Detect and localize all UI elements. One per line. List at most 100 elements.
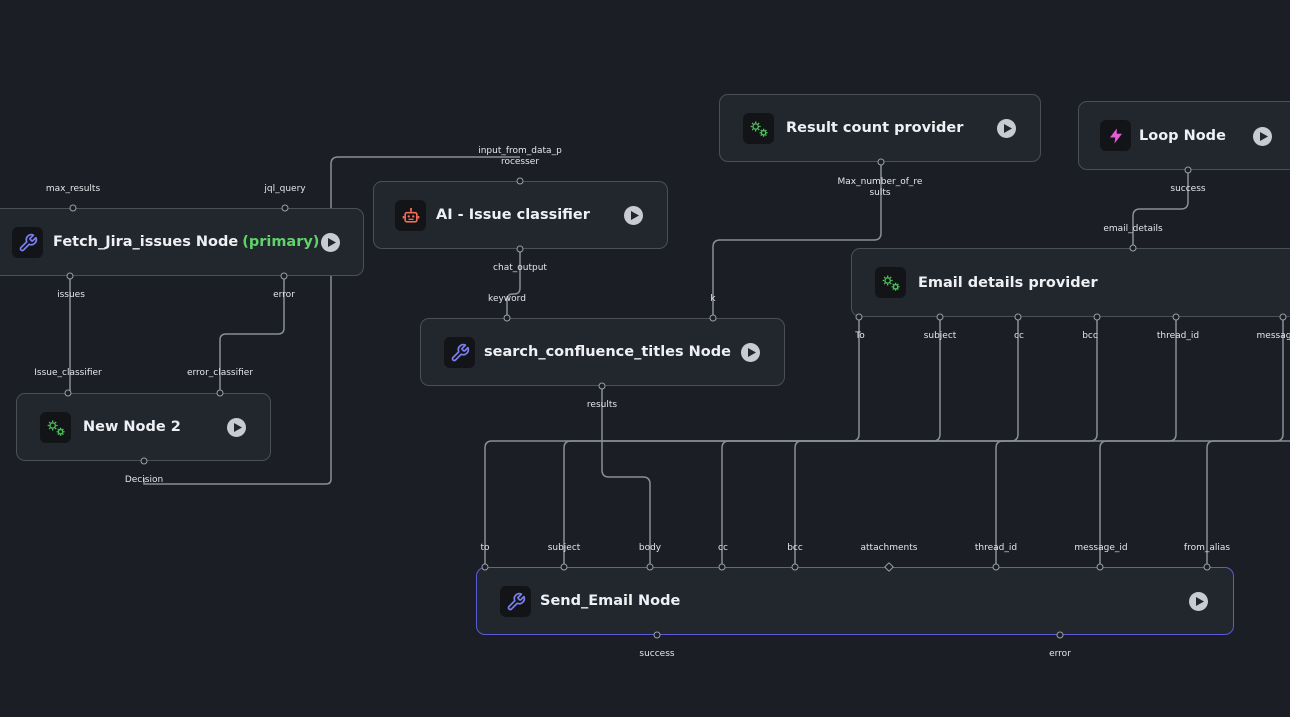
port-handle[interactable] (281, 204, 289, 212)
port-label-ed-cc: cc (1014, 331, 1024, 341)
port-handle[interactable] (66, 272, 74, 280)
edge-max-results-to-k[interactable] (712, 162, 882, 318)
node-title: Send_Email Node (540, 593, 681, 609)
port-handle[interactable] (598, 382, 606, 390)
node-title: AI - Issue classifier (436, 207, 590, 223)
run-button[interactable] (1189, 592, 1208, 611)
primary-tag: (primary) (242, 234, 320, 250)
port-handle[interactable] (855, 313, 863, 321)
port-label-max-results: max_results (45, 184, 101, 194)
port-label-se-thread-id: thread_id (974, 543, 1018, 553)
port-label-se-attachments: attachments (860, 543, 918, 553)
port-label-se-success: success (639, 649, 675, 659)
port-label-se-bcc: bcc (787, 543, 803, 553)
port-handle[interactable] (1172, 313, 1180, 321)
port-label-issue-classifier: Issue_classifier (34, 368, 102, 378)
gears-icon (743, 113, 774, 144)
port-handle[interactable] (280, 272, 288, 280)
edge-fetch-to-ai-input[interactable] (330, 156, 520, 208)
port-handle[interactable] (1279, 313, 1287, 321)
port-label-loop-success: success (1170, 184, 1206, 194)
port-handle[interactable] (877, 158, 885, 166)
port-label-se-to: to (480, 543, 490, 553)
node-ai-issue-classifier[interactable]: AI - Issue classifier (373, 181, 668, 249)
port-handle[interactable] (1203, 563, 1211, 571)
port-handle[interactable] (503, 314, 511, 322)
port-handle[interactable] (1184, 166, 1192, 174)
node-title: Loop Node (1139, 128, 1226, 144)
port-handle[interactable] (709, 314, 717, 322)
port-label-email-details: email_details (1103, 224, 1163, 234)
wrench-icon (500, 586, 531, 617)
port-label-error: error (273, 290, 295, 300)
port-label-decision: Decision (124, 475, 164, 485)
edge-bcc-to-bcc[interactable] (794, 317, 1098, 567)
port-label-issues: issues (57, 290, 85, 300)
port-handle[interactable] (64, 389, 72, 397)
port-handle[interactable] (1093, 313, 1101, 321)
node-loop[interactable]: Loop Node (1078, 101, 1290, 170)
port-handle[interactable] (992, 563, 1000, 571)
port-handle[interactable] (791, 563, 799, 571)
port-label-max-number-of-results: Max_number_of_results (837, 177, 923, 198)
run-button[interactable] (321, 233, 340, 252)
edge-thread-to-thread[interactable] (995, 317, 1177, 567)
port-label-k: k (710, 294, 716, 304)
port-handle[interactable] (1129, 244, 1137, 252)
port-handle[interactable] (516, 245, 524, 253)
node-new-node-2[interactable]: New Node 2 (16, 393, 271, 461)
gears-icon (40, 412, 71, 443)
port-handle[interactable] (718, 563, 726, 571)
node-title: Fetch_Jira_issues Node (53, 234, 239, 250)
edge-results-to-body[interactable] (601, 386, 651, 567)
port-handle[interactable] (1096, 563, 1104, 571)
port-label-chat-output: chat_output (493, 263, 547, 273)
port-handle[interactable] (653, 631, 661, 639)
port-label-input-from-data-processer: input_from_data_processer (478, 146, 562, 167)
port-handle[interactable] (216, 389, 224, 397)
port-handle[interactable] (481, 563, 489, 571)
run-button[interactable] (624, 206, 643, 225)
port-label-se-cc: cc (718, 543, 728, 553)
node-fetch-jira-issues[interactable]: Fetch_Jira_issues Node(primary) (0, 208, 364, 276)
edge-new-node-decision-to-fetch[interactable] (143, 208, 332, 485)
run-button[interactable] (997, 119, 1016, 138)
port-label-ed-message: messag (1256, 331, 1290, 341)
port-label-ed-bcc: bcc (1082, 331, 1098, 341)
gears-icon (875, 267, 906, 298)
wrench-icon (444, 337, 475, 368)
port-label-se-from-alias: from_alias (1183, 543, 1231, 553)
node-title: search_confluence_titles Node (484, 344, 731, 360)
edge-from-alias[interactable] (1206, 440, 1290, 567)
node-title: New Node 2 (83, 419, 181, 435)
port-label-ed-thread-id: thread_id (1156, 331, 1200, 341)
port-handle[interactable] (69, 204, 77, 212)
port-handle[interactable] (1014, 313, 1022, 321)
run-button[interactable] (227, 418, 246, 437)
port-handle[interactable] (1056, 631, 1064, 639)
edge-error-to-error-classifier[interactable] (219, 276, 285, 393)
port-label-se-message-id: message_id (1074, 543, 1128, 553)
run-button[interactable] (741, 343, 760, 362)
port-label-jql-query: jql_query (264, 184, 306, 194)
port-label-ed-subject: subject (923, 331, 957, 341)
node-send-email[interactable]: Send_Email Node (476, 567, 1234, 635)
edge-chat-output-to-keyword[interactable] (506, 249, 521, 318)
port-label-se-error: error (1049, 649, 1071, 659)
node-search-confluence-titles[interactable]: search_confluence_titles Node (420, 318, 785, 386)
port-handle[interactable] (140, 457, 148, 465)
robot-icon (395, 200, 426, 231)
node-email-details-provider[interactable]: Email details provider (851, 248, 1290, 317)
port-handle[interactable] (560, 563, 568, 571)
edge-message-to-message-id[interactable] (1099, 317, 1284, 567)
edge-loop-success-to-email-details[interactable] (1132, 170, 1189, 248)
port-label-keyword: keyword (488, 294, 526, 304)
node-title: Email details provider (918, 275, 1098, 291)
run-button[interactable] (1253, 127, 1272, 146)
node-result-count-provider[interactable]: Result count provider (719, 94, 1041, 162)
port-label-results: results (586, 400, 618, 410)
port-handle[interactable] (516, 177, 524, 185)
port-handle[interactable] (646, 563, 654, 571)
port-handle[interactable] (936, 313, 944, 321)
